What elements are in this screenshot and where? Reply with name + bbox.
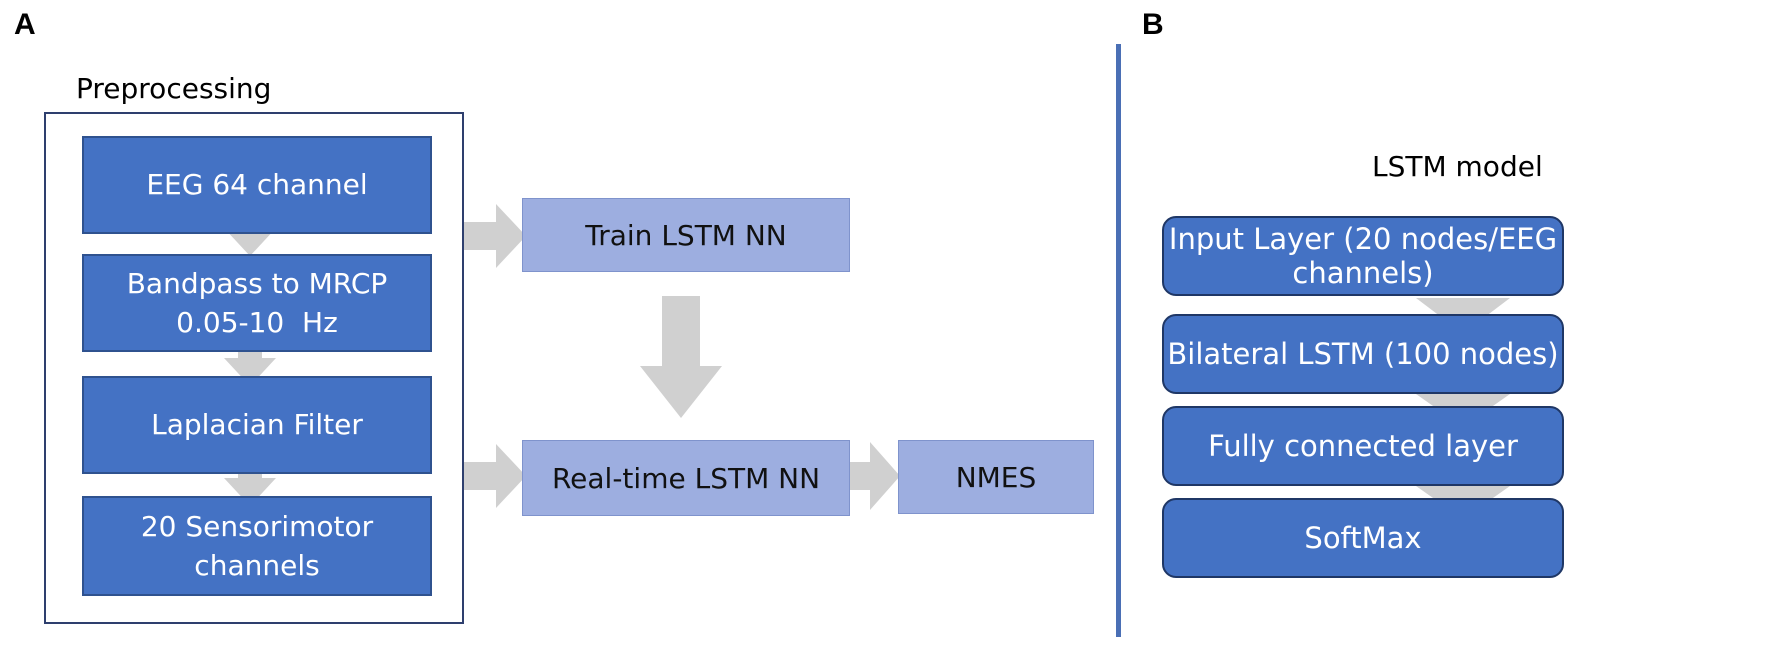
step-laplacian-filter: Laplacian Filter	[82, 376, 432, 474]
layer-softmax: SoftMax	[1162, 498, 1564, 578]
step-eeg-64-channel: EEG 64 channel	[82, 136, 432, 234]
step-label: Bandpass to MRCP	[126, 266, 388, 300]
arrow-preprocess-to-realtime	[462, 444, 526, 508]
realtime-lstm-box: Real-time LSTM NN	[522, 440, 850, 516]
step-sensorimotor-channels: 20 Sensorimotor channels	[82, 496, 432, 596]
preprocessing-title: Preprocessing	[76, 72, 272, 105]
step-sublabel: channels	[194, 549, 320, 582]
arrow-preprocess-to-train	[462, 204, 526, 268]
panel-b-label: B	[1142, 8, 1164, 41]
arrow-realtime-to-nmes	[846, 442, 900, 510]
preprocessing-frame	[44, 112, 464, 624]
arrow-input-to-lstm	[1416, 298, 1510, 326]
step-sublabel: 0.05-10 Hz	[176, 306, 338, 339]
arrow-train-to-realtime	[640, 296, 722, 418]
panel-a-label: A	[14, 8, 36, 41]
step-label: 20 Sensorimotor	[140, 509, 374, 543]
panel-divider	[1116, 44, 1121, 637]
layer-input: Input Layer (20 nodes/EEG channels)	[1162, 216, 1564, 296]
arrow-step3-to-step4	[224, 462, 276, 506]
step-bandpass-mrcp: Bandpass to MRCP 0.05-10 Hz	[82, 254, 432, 352]
lstm-model-title: LSTM model	[1372, 150, 1543, 183]
layer-bilateral-lstm: Bilateral LSTM (100 nodes)	[1162, 314, 1564, 394]
step-label: Laplacian Filter	[151, 408, 363, 442]
arrow-step2-to-step3	[224, 340, 276, 386]
step-label: EEG 64 channel	[146, 168, 368, 202]
nmes-box: NMES	[898, 440, 1094, 514]
train-lstm-box: Train LSTM NN	[522, 198, 850, 272]
layer-fully-connected: Fully connected layer	[1162, 406, 1564, 486]
